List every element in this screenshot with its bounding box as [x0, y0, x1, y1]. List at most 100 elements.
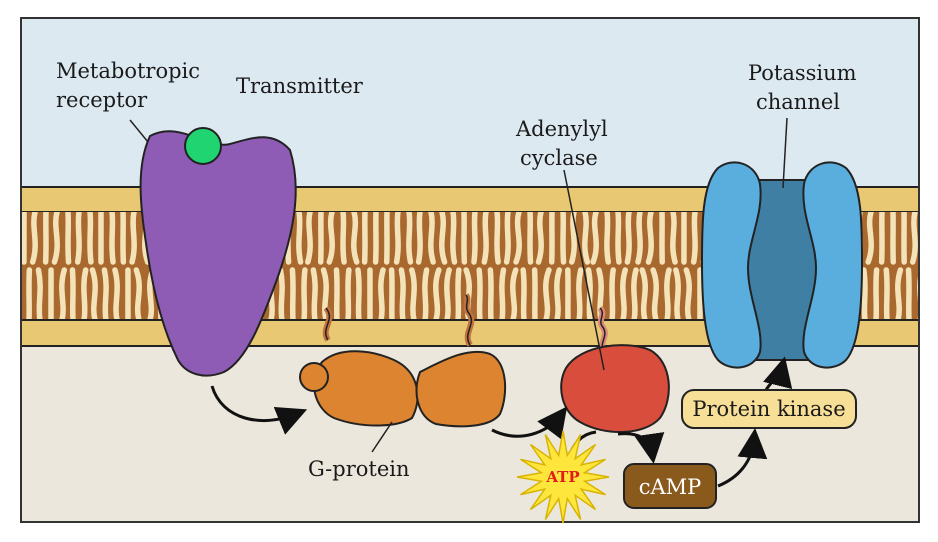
- lipid-tail: [590, 212, 599, 265]
- adenylyl-cyclase-shape: [560, 305, 670, 433]
- lipid-tail: [87, 212, 94, 265]
- metabotropic-receptor-shape: [139, 130, 297, 377]
- lipid-tail: [520, 267, 527, 320]
- lipid-tail: [74, 212, 82, 265]
- lipid-tail: [305, 212, 313, 265]
- lipid-tail: [604, 212, 611, 265]
- lipid-tail: [277, 267, 285, 320]
- lipid-tail: [455, 267, 462, 320]
- lipid-tail: [51, 212, 60, 265]
- lipid-tail: [527, 212, 534, 265]
- kinase-to-channel-arrow: [763, 356, 793, 391]
- lipid-tail: [340, 212, 347, 265]
- lipid-tail: [873, 267, 880, 320]
- lipid-tail: [59, 267, 68, 320]
- lipid-tail: [422, 267, 430, 320]
- lipid-tail: [406, 212, 414, 265]
- lipid-tail: [345, 267, 352, 320]
- g-protein-leader-line: [371, 421, 393, 453]
- lipid-tail: [89, 267, 98, 320]
- receptor-label-line2: receptor: [56, 88, 148, 112]
- lipid-tail: [861, 267, 868, 320]
- lipid-tail: [133, 267, 142, 320]
- lipid-tail: [635, 212, 643, 265]
- g-protein-to-cyclase-arrow: [491, 406, 568, 440]
- lipid-tail: [690, 212, 698, 265]
- lipid-tail: [494, 212, 501, 265]
- lipid-tail: [883, 267, 890, 320]
- lipid-tail: [576, 267, 584, 320]
- lipid-tail: [65, 212, 72, 265]
- lipid-tail: [609, 267, 616, 320]
- lipid-tail: [631, 267, 639, 320]
- lipid-tail: [301, 267, 308, 320]
- lipid-tail: [129, 212, 137, 265]
- adenylyl-label-line2: cyclase: [520, 146, 598, 170]
- atp-label: ATP: [545, 468, 579, 486]
- lipid-tail: [664, 267, 672, 320]
- receptor-to-g-protein-arrow: [210, 385, 308, 435]
- lipid-tail: [535, 212, 544, 265]
- lipid-tail: [650, 267, 659, 320]
- protein-kinase-label: Protein kinase: [692, 397, 845, 421]
- lipid-tail: [560, 212, 567, 265]
- lipid-tail: [333, 267, 340, 320]
- lipid-tail: [439, 212, 448, 265]
- lipid-tail: [670, 212, 678, 265]
- lipid-tail: [476, 267, 483, 320]
- lipid-tail: [639, 267, 648, 320]
- diagram-frame: [20, 17, 920, 523]
- lipid-tail: [81, 267, 89, 320]
- lipid-tail: [499, 267, 507, 320]
- lipid-tail: [909, 212, 918, 265]
- lipid-tail: [471, 212, 478, 265]
- lipid-tail: [109, 212, 116, 265]
- lipid-tail: [917, 276, 918, 320]
- camp-label: cAMP: [639, 475, 702, 499]
- lipid-tail: [398, 267, 406, 320]
- lipid-tail: [615, 212, 622, 265]
- atp-starburst: ATP: [516, 430, 610, 524]
- camp-to-kinase-arrow: [717, 428, 768, 488]
- lipid-tail: [481, 212, 489, 265]
- camp-box: cAMP: [623, 463, 717, 509]
- lipid-tail: [69, 267, 76, 320]
- adenylyl-label-line1: Adenylyl: [515, 117, 608, 141]
- cyclase-to-camp-arrow: [617, 432, 665, 464]
- lipid-tail: [35, 267, 43, 320]
- lipid-tail: [510, 267, 519, 320]
- lipid-tail: [513, 212, 522, 265]
- lipid-tail: [673, 267, 681, 320]
- potassium-leader-line: [782, 117, 788, 189]
- lipid-tail: [582, 212, 591, 265]
- lipid-tail: [320, 267, 329, 320]
- potassium-label-line2: channel: [756, 90, 840, 114]
- lipid-tail: [289, 267, 296, 320]
- protein-kinase-box: Protein kinase: [681, 389, 857, 429]
- potassium-label-line1: Potassium: [748, 61, 857, 85]
- g-protein-label: G-protein: [308, 457, 410, 481]
- lipid-tail: [905, 267, 912, 320]
- lipid-tail: [351, 212, 360, 265]
- lipid-tail: [428, 212, 436, 265]
- lipid-tail: [101, 267, 109, 320]
- lipid-tail: [378, 267, 386, 320]
- lipid-tail: [409, 267, 417, 320]
- lipid-tail: [29, 212, 38, 265]
- lipid-tail: [433, 267, 442, 320]
- adenylyl-leader-line: [563, 169, 605, 371]
- lipid-tail: [865, 212, 874, 265]
- transmitter-label: Transmitter: [236, 74, 364, 98]
- lipid-tail: [112, 267, 120, 320]
- lipid-tail: [624, 212, 632, 265]
- g-protein-shape: [299, 293, 507, 428]
- lipid-tail: [645, 212, 654, 265]
- lipid-tail: [683, 267, 692, 320]
- lipid-tail: [296, 212, 304, 265]
- lipid-tail: [450, 212, 458, 265]
- lipid-tail: [355, 267, 362, 320]
- lipid-tail: [415, 212, 423, 265]
- lipid-tail: [326, 212, 335, 265]
